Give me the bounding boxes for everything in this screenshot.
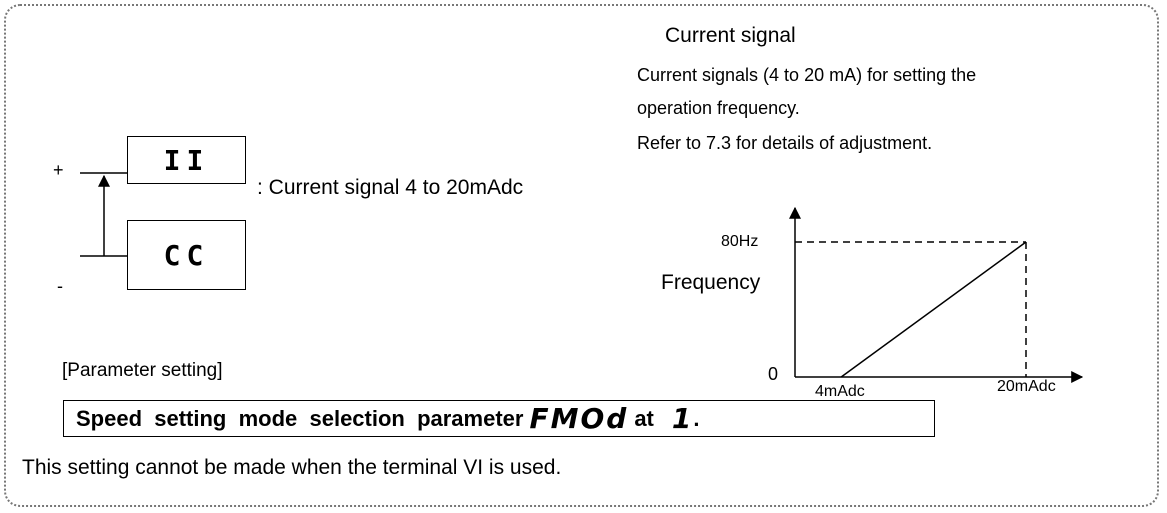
origin-label: 0: [768, 364, 779, 384]
terminal-cc-box: CC: [127, 220, 246, 290]
usage-note: This setting cannot be made when the ter…: [22, 456, 562, 479]
minus-label: -: [57, 276, 63, 296]
x-tick-20ma: 20mAdc: [997, 378, 1056, 395]
signal-description-line2: operation frequency.: [637, 98, 800, 118]
parameter-code-display: FMOd: [529, 402, 629, 435]
x-tick-4ma: 4mAdc: [815, 383, 865, 400]
plus-label: +: [53, 160, 64, 180]
parameter-box: Speed setting mode selection parameter F…: [63, 400, 935, 437]
terminal-ii-box: II: [127, 136, 246, 184]
signal-description-line1: Current signals (4 to 20 mA) for setting…: [637, 65, 977, 85]
parameter-value-display: 1: [671, 402, 694, 435]
parameter-prefix: Speed setting mode selection parameter: [76, 405, 524, 431]
parameter-at: at: [634, 405, 654, 431]
diagram-frame: [4, 4, 1159, 507]
signal-title: Current signal: [665, 24, 796, 47]
parameter-heading: [Parameter setting]: [62, 360, 223, 381]
frequency-line: [840, 241, 1027, 378]
y-axis-label: Frequency: [661, 271, 761, 294]
y-tick-80hz: 80Hz: [721, 233, 759, 250]
signal-description-line3: Refer to 7.3 for details of adjustment.: [637, 133, 933, 153]
terminal-description: : Current signal 4 to 20mAdc: [257, 176, 524, 199]
parameter-period: .: [693, 405, 700, 431]
